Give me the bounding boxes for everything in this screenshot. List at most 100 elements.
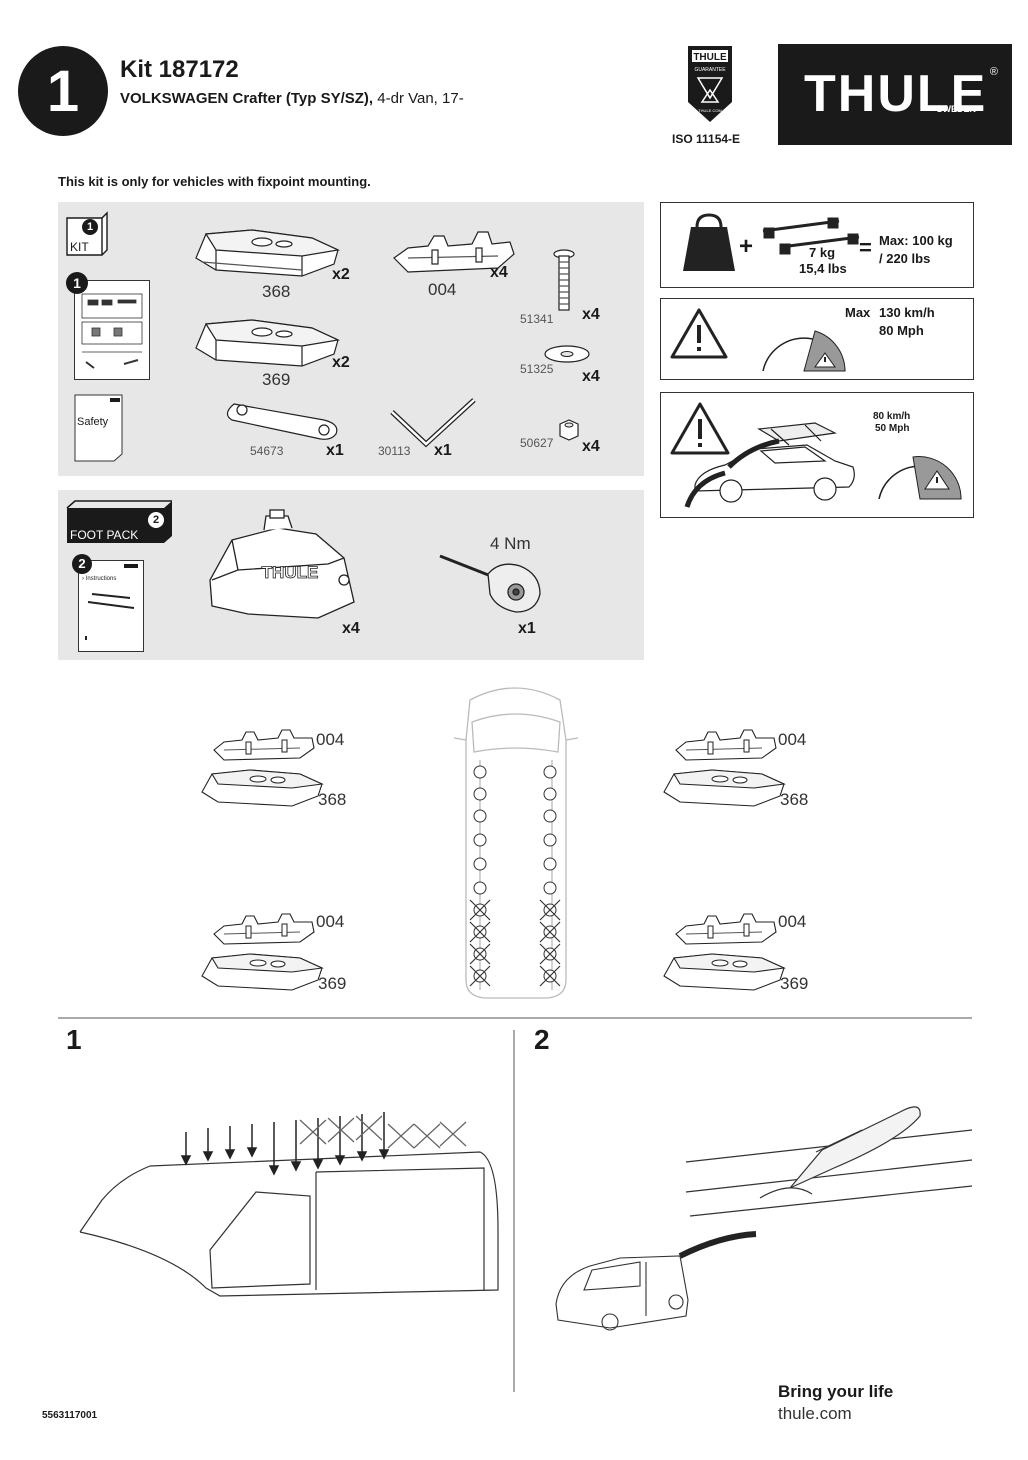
rack-weight-lbs: 15,4 lbs	[799, 261, 847, 276]
part-30113-qty: x1	[434, 442, 452, 459]
speedometer-icon	[762, 330, 846, 372]
safety-booklet: Safety	[74, 394, 124, 462]
part-004-qty: x4	[490, 264, 508, 281]
manual-2-label: › Instructions	[82, 576, 117, 582]
torque-value: 4 Nm	[490, 534, 531, 553]
website-link[interactable]: thule.com	[778, 1404, 852, 1423]
tagline: Bring your life	[778, 1382, 894, 1401]
guarantee-badge-text: THULE	[693, 52, 727, 63]
part-51341-qty: x4	[582, 306, 600, 323]
part-51325-qty: x4	[582, 368, 600, 385]
fixpoint-markers	[473, 765, 557, 983]
offroad-speed-mph: 50 Mph	[875, 423, 910, 434]
thule-logo: THULE ® SWEDEN	[778, 44, 1012, 145]
kit-title: Kit 187172	[120, 56, 239, 83]
part-368-drawing	[195, 229, 341, 277]
speed-kmh: 130 km/h	[879, 305, 935, 320]
rack-weight: 7 kg	[809, 245, 836, 260]
foot-qty: x4	[342, 620, 360, 637]
instruction-manual-1: 1	[64, 272, 150, 384]
manual-number-2: 2	[72, 554, 92, 574]
pos-tr-top: 004	[778, 730, 807, 749]
document-number: 5563117001	[42, 1410, 98, 1421]
wind-warning-box: 80 km/h 50 Mph	[660, 392, 974, 518]
step1-arrows	[180, 1112, 390, 1176]
pos-bl-bottom: 369	[318, 974, 347, 993]
foot-pack-box-number: 2	[148, 512, 164, 528]
part-51341-code: 51341	[520, 312, 554, 326]
logo-registered: ®	[989, 66, 998, 78]
speedometer-icon-2	[878, 456, 962, 500]
part-51341-drawing	[553, 249, 575, 311]
plus-icon: +	[739, 233, 754, 260]
safety-label: Safety	[77, 416, 109, 428]
step2-pointer	[678, 1231, 757, 1259]
car-side-drawing	[684, 422, 855, 508]
step-1-number: 1	[66, 1024, 82, 1055]
vehicle-type: 4-dr Van, 17-	[373, 90, 464, 107]
foot-drawing: THULE	[209, 509, 355, 619]
load-capacity-box: + 7 kg 15,4 lbs = Max: 100 kg / 220 lbs	[660, 202, 974, 288]
weight-icon	[683, 213, 735, 271]
part-368-qty: x2	[332, 266, 350, 283]
foot-pack-box-label: FOOT PACK	[70, 528, 139, 542]
pos-tl-bottom: 368	[318, 790, 347, 809]
torque-tool-drawing	[439, 554, 541, 613]
manual-number-1: 1	[66, 272, 88, 294]
part-54673-code: 54673	[250, 444, 284, 458]
kit-box: 1 KIT	[66, 211, 108, 256]
pos-bl-top: 004	[316, 912, 345, 931]
foot-pack-panel: 2 FOOT PACK 2 › Instructions THULE x4 4 …	[58, 490, 644, 660]
part-50627-qty: x4	[582, 438, 600, 455]
torque-qty: x1	[518, 620, 536, 637]
guarantee-badge-sub: GUARANTEE	[694, 67, 726, 73]
part-30113-code: 30113	[378, 444, 411, 458]
part-54673-qty: x1	[326, 442, 344, 459]
instruction-manual-2: 2 › Instructions	[70, 552, 146, 654]
logo-sweden: SWEDEN	[936, 104, 976, 114]
part-51325-drawing	[544, 345, 590, 363]
step2-roof-detail	[685, 1106, 973, 1217]
foot-brand-text: THULE	[262, 563, 319, 582]
kit-box-label: KIT	[70, 240, 89, 254]
part-004-code: 004	[428, 280, 457, 299]
step-number-badge: 1	[18, 46, 108, 136]
part-369-drawing	[195, 319, 341, 367]
warning-triangle-icon-2	[670, 402, 730, 455]
speed-mph: 80 Mph	[879, 323, 924, 338]
equals-icon: =	[859, 235, 872, 260]
part-368-code: 368	[262, 282, 291, 301]
logo-wordmark: THULE	[804, 65, 988, 123]
pos-tr-bottom: 368	[780, 790, 809, 809]
speed-label: Max	[845, 305, 871, 320]
max-load: Max: 100 kg	[879, 233, 953, 248]
part-30113-drawing	[390, 398, 476, 448]
roof-bars-icon	[762, 217, 860, 255]
step-2-number: 2	[534, 1024, 550, 1055]
excluded-fixpoints	[469, 899, 561, 987]
pos-tl-top: 004	[316, 730, 345, 749]
pos-br-top: 004	[778, 912, 807, 931]
kit-panel: 1 KIT 1 Safety 368 x2 369 x2	[58, 202, 644, 476]
max-speed-box: Max 130 km/h 80 Mph	[660, 298, 974, 380]
part-369-code: 369	[262, 370, 291, 389]
pos-br-bottom: 369	[780, 974, 809, 993]
part-004-drawing	[393, 231, 515, 273]
guarantee-badge-site: THULE.COM	[698, 108, 722, 113]
step1-van-drawing	[79, 1151, 499, 1297]
vehicle-model: VOLKSWAGEN Crafter (Typ SY/SZ),	[120, 90, 374, 107]
guarantee-badge: THULE GUARANTEE THULE.COM	[686, 44, 734, 129]
part-369-qty: x2	[332, 354, 350, 371]
max-load-lbs: / 220 lbs	[879, 251, 931, 266]
foot-pack-box: 2 FOOT PACK	[66, 500, 174, 543]
offroad-speed-kmh: 80 km/h	[873, 411, 911, 422]
part-54673-drawing	[226, 403, 338, 440]
manual-2-text: Instructions	[85, 576, 117, 582]
step2-van-drawing	[555, 1255, 689, 1331]
part-51325-code: 51325	[520, 362, 554, 376]
iso-standard: ISO 11154-E	[672, 132, 741, 146]
fixpoint-notice: This kit is only for vehicles with fixpo…	[58, 174, 371, 189]
step1-excluded-marks	[299, 1115, 467, 1149]
warning-triangle-icon	[670, 308, 728, 359]
